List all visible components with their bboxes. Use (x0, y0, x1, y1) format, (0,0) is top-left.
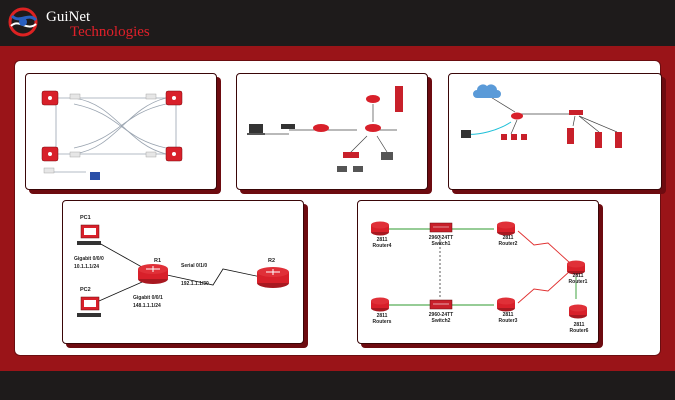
r1-label: R1 (154, 258, 162, 264)
diagram-card-router-switch-topology[interactable]: 2811 Router4 2960-24TT Switch1 2811 Rout… (357, 200, 599, 344)
pc2-ip-label: 148.1.1.1/24 (133, 303, 161, 309)
router6-name-label: Router6 (569, 328, 589, 334)
pc2-interface-label: Gigabit 0/0/1 (133, 295, 163, 301)
router-r2-icon[interactable] (257, 267, 289, 288)
switch2-name-label: Switch2 (431, 318, 451, 324)
router3-icon[interactable] (497, 297, 515, 312)
switch1-name-label: Switch1 (431, 241, 451, 247)
pc1-interface-label: Gigabit 0/0/0 (74, 256, 104, 262)
r2-label: R2 (268, 258, 276, 264)
server-network-diagram (247, 86, 403, 172)
switch1-icon[interactable] (429, 222, 453, 233)
router1-icon[interactable] (567, 260, 585, 275)
router1-name-label: Router1 (568, 279, 588, 285)
diagram-card-server-network[interactable] (236, 73, 428, 190)
router4-model-label: 2811 (376, 237, 388, 243)
router-switch-topology (371, 221, 587, 319)
redundant-switch-diagram (41, 90, 183, 180)
switch1-model-label: 2960-24TT (428, 235, 454, 241)
router3-model-label: 2811 (502, 312, 514, 318)
pc-router-topology (77, 224, 289, 317)
router6-icon[interactable] (569, 304, 587, 319)
router2-icon[interactable] (497, 221, 515, 236)
pc2-icon[interactable] (77, 296, 101, 317)
serial-interface-label: Serial 0/1/0 (181, 263, 208, 269)
routers-model-label: 2811 (376, 313, 388, 319)
router4-icon[interactable] (371, 221, 389, 236)
switch2-model-label: 2960-24TT (428, 312, 454, 318)
cloud-network-diagram (461, 84, 622, 148)
routers-icon[interactable] (371, 297, 389, 312)
serial-ip-label: 192.1.1.1/30 (181, 281, 209, 287)
router-r1-icon[interactable] (138, 264, 168, 284)
brand-tagline: Technologies (70, 24, 150, 40)
globe-logo-icon (8, 7, 38, 37)
router2-name-label: Router2 (498, 241, 518, 247)
router2-model-label: 2811 (502, 235, 514, 241)
pc1-icon[interactable] (77, 224, 101, 245)
routers-name-label: Routers (372, 319, 392, 325)
router1-model-label: 2811 (572, 273, 584, 279)
router3-name-label: Router3 (498, 318, 518, 324)
router4-name-label: Router4 (372, 243, 392, 249)
brand-name: GuiNet (46, 9, 91, 25)
diagram-card-cloud-network[interactable] (448, 73, 662, 190)
switch2-icon[interactable] (429, 299, 453, 310)
router6-model-label: 2811 (573, 322, 585, 328)
pc2-label: PC2 (80, 287, 91, 293)
diagram-card-pc-router-topology[interactable]: PC1 PC2 Gigabit 0/0/0 10.1.1.1/24 R1 R2 … (62, 200, 304, 344)
pc1-label: PC1 (80, 215, 91, 221)
brand: GuiNet Technologies (6, 6, 166, 40)
diagram-card-redundant-switches[interactable] (25, 73, 217, 190)
pc1-ip-label: 10.1.1.1/24 (74, 264, 100, 270)
